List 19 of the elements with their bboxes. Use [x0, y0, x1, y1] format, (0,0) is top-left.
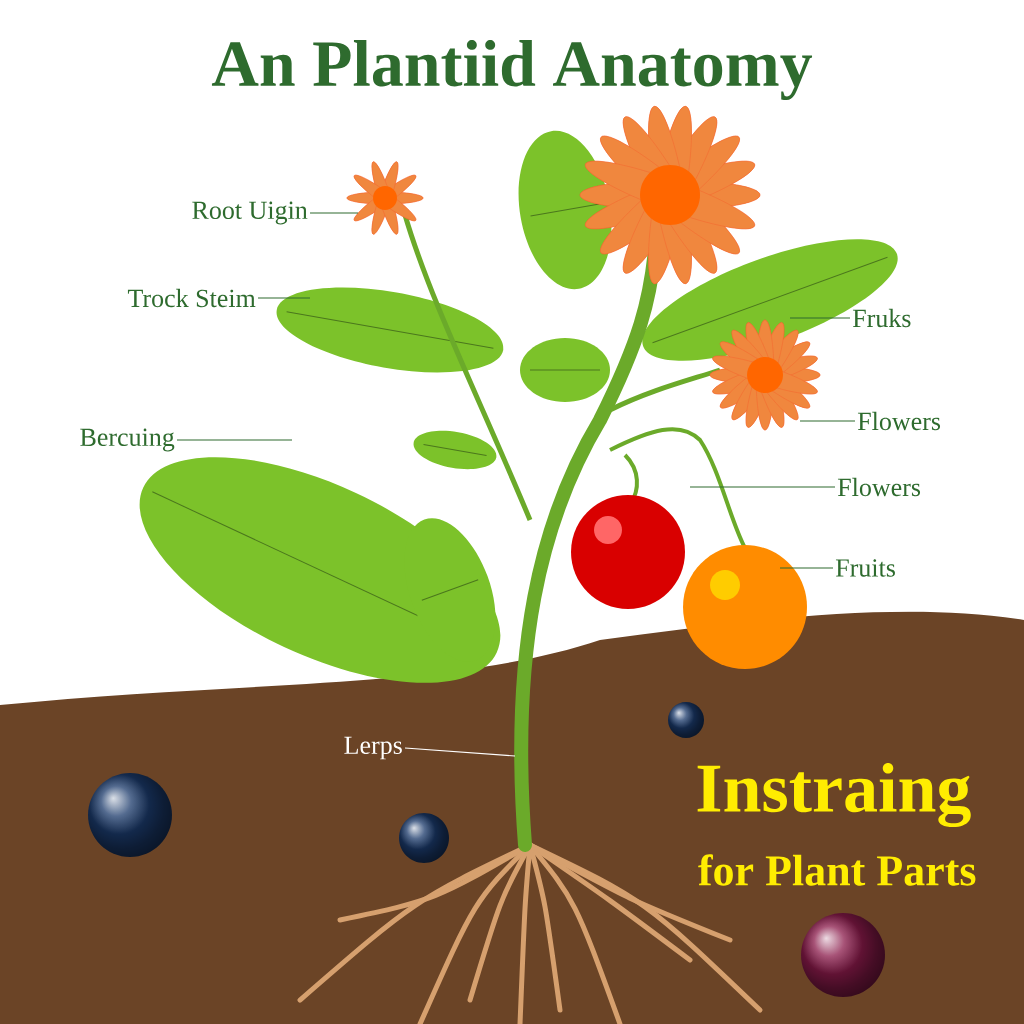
part-label: Bercuing — [80, 428, 175, 452]
leader-line — [309, 212, 359, 214]
part-label: Flowers — [837, 477, 921, 497]
part-label: Flowers — [857, 411, 941, 431]
part-label: Lerps — [344, 736, 402, 760]
leader-line — [404, 747, 516, 757]
heading: for Plant Parts — [698, 854, 976, 886]
leader-line — [799, 420, 856, 422]
leader-line — [257, 297, 311, 299]
leader-line — [789, 317, 851, 319]
part-label: Trock Steim — [127, 288, 256, 308]
part-label: Fruks — [852, 308, 911, 328]
title: An Plantiid Anatomy — [211, 40, 813, 100]
leader-line — [689, 486, 836, 488]
leader-line — [176, 439, 293, 441]
leader-line — [779, 567, 834, 569]
part-label: Root Uigin — [192, 201, 308, 225]
part-label: Fruits — [835, 559, 895, 577]
heading: Instraing — [697, 763, 971, 827]
